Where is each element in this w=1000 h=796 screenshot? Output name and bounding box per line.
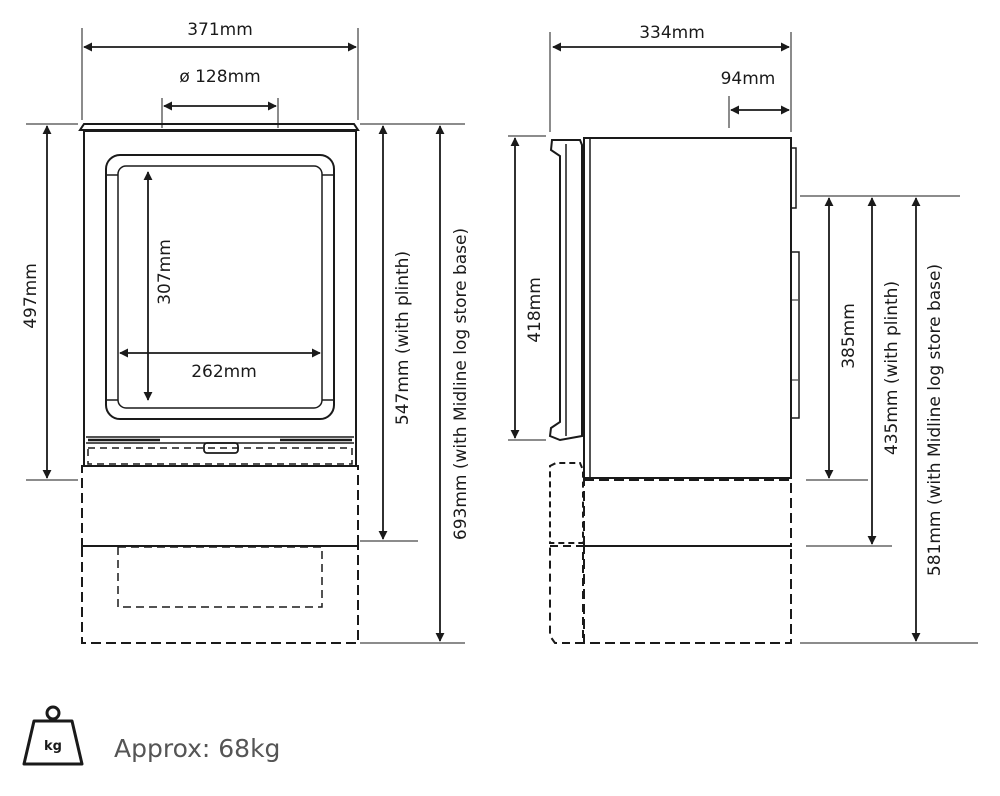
side-log-store <box>583 545 792 644</box>
front-glass <box>117 165 323 409</box>
side-rear-flue <box>790 147 797 209</box>
glass-width-label: 262mm <box>191 362 257 382</box>
depth-label: 334mm <box>639 23 705 43</box>
front-log-store <box>81 545 359 644</box>
flue-diameter-label: ø 128mm <box>179 67 260 87</box>
flue-centre-log-store-label: 581mm (with Midline log store base) <box>925 264 945 576</box>
front-view <box>78 123 360 644</box>
front-top-plate <box>78 123 360 131</box>
front-door-frame <box>105 154 335 420</box>
side-door-profile <box>548 139 583 442</box>
weight-label: Approx: 68kg <box>114 734 280 763</box>
kg-icon-text: kg <box>44 739 62 754</box>
side-stove-body <box>583 137 792 479</box>
flue-centre-plinth-label: 435mm (with plinth) <box>882 281 902 455</box>
plinth-height-label: 547mm (with plinth) <box>393 251 413 425</box>
front-stove-body <box>83 130 357 467</box>
door-height-label: 418mm <box>525 277 545 343</box>
glass-height-label: 307mm <box>155 239 175 305</box>
flue-centre-height-label: 385mm <box>839 303 859 369</box>
front-plinth <box>81 465 359 547</box>
side-view <box>548 137 800 644</box>
height-label: 497mm <box>21 263 41 329</box>
log-store-height-label: 693mm (with Midline log store base) <box>451 228 471 540</box>
side-rear-handle <box>790 251 800 419</box>
width-label: 371mm <box>187 20 253 40</box>
front-log-store-opening <box>117 546 323 608</box>
kg-weight-icon: kg <box>22 705 84 766</box>
flue-offset-label: 94mm <box>721 69 776 89</box>
side-plinth <box>583 479 792 547</box>
